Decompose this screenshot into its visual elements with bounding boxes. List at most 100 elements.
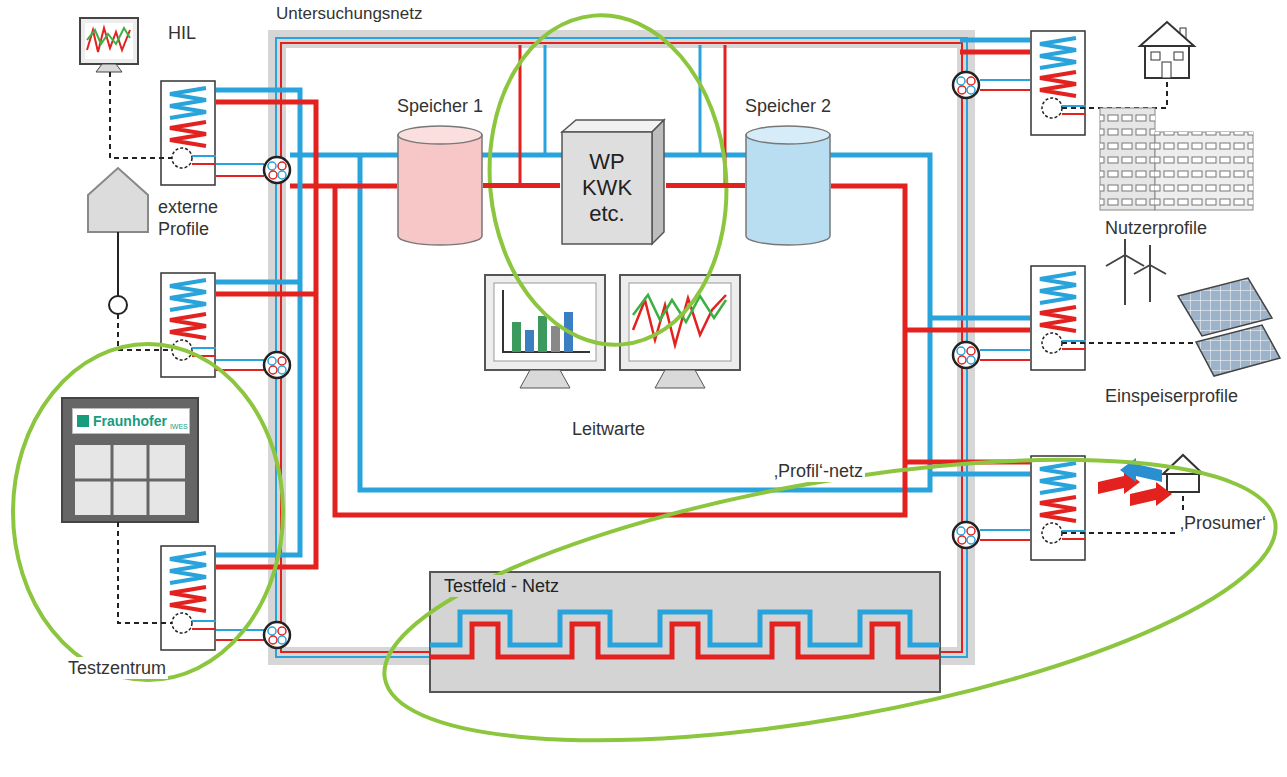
pump-symbol	[264, 157, 290, 183]
cylinder-shape	[397, 125, 483, 247]
hil-monitor	[80, 18, 138, 72]
test-field-box	[430, 572, 940, 692]
node-title: Fraunhofer	[93, 413, 167, 429]
office-building	[1100, 108, 1155, 210]
fraunhofer-building	[62, 398, 198, 522]
control-room-monitors	[503, 290, 590, 352]
network-frame: UntersuchungsnetzSpeicher 1WP KWK etc.Sp…	[268, 30, 975, 665]
signal-line	[118, 522, 172, 623]
node-title: Speicher 1	[395, 95, 485, 117]
office-building	[1100, 108, 1155, 210]
control-room-label: Leitwarte	[570, 418, 647, 440]
control-room-monitors	[620, 275, 740, 370]
profile-network-pipes	[930, 40, 1030, 474]
heat-exchanger	[161, 546, 216, 650]
storage-tank: Speicher 2	[741, 95, 836, 247]
office-building	[1155, 132, 1253, 210]
hil-monitor	[85, 23, 133, 59]
control-room-monitors	[520, 370, 570, 388]
office-building	[1100, 108, 1253, 210]
highlight-ellipse	[13, 5, 1287, 777]
signal-line	[110, 72, 172, 158]
heat-exchanger	[161, 81, 216, 185]
fraunhofer-building	[75, 445, 185, 515]
pump-symbol	[264, 72, 979, 648]
monitor-label: HIL	[166, 22, 198, 44]
network-frame-band	[276, 38, 967, 657]
signal-line	[1062, 342, 1194, 344]
test-field-box	[430, 624, 940, 657]
network-label: ‚Profil‘-netz	[772, 460, 865, 482]
tank-body	[398, 135, 482, 245]
profile-network-pipes	[216, 90, 1030, 640]
solar-panel	[1178, 278, 1280, 376]
pipe-connector	[666, 183, 745, 188]
storage-tank: Speicher 1	[393, 95, 488, 247]
consumer-house	[1162, 62, 1171, 78]
hil-monitor	[96, 64, 122, 72]
pump-symbol	[264, 352, 290, 378]
fraunhofer-logo: FraunhoferIWES	[72, 408, 190, 434]
node-title: Untersuchungsnetz	[276, 3, 422, 24]
logo-mark	[77, 415, 89, 427]
prosumer-house	[1167, 474, 1199, 492]
heat-exchanger	[1031, 266, 1086, 370]
signal-line	[1062, 78, 1167, 108]
heat-pump-chp-unit: WP KWK etc.	[560, 118, 666, 246]
fraunhofer-building	[62, 398, 198, 522]
tank-body	[746, 135, 830, 245]
profile-network-pipes	[699, 45, 702, 155]
solar-panel	[1196, 325, 1280, 376]
consumer-house	[1140, 22, 1194, 46]
pump-symbol	[953, 522, 979, 548]
profile-label: Einspeiserprofile	[1103, 385, 1240, 407]
hil-monitor	[80, 18, 138, 64]
highlight-ellipse	[13, 344, 283, 680]
profile-network-pipes	[216, 80, 1030, 630]
office-building	[1155, 132, 1253, 210]
consumer-house	[1140, 22, 1194, 78]
hil-monitor	[87, 28, 130, 44]
control-room-monitors	[551, 326, 560, 352]
box-front	[562, 132, 652, 244]
external-profile-house	[88, 168, 148, 232]
network-frame-band	[281, 43, 962, 652]
box-side	[652, 120, 664, 244]
network-frame-band	[286, 48, 957, 647]
external-profile-house	[109, 296, 127, 314]
node-subtitle: IWES	[170, 423, 188, 430]
control-room-monitors	[655, 370, 705, 388]
control-room-monitors	[494, 283, 596, 361]
heat-exchanger	[1031, 31, 1086, 135]
profile-label: ‚Prosumer‘	[1178, 512, 1268, 534]
pump-symbol	[953, 342, 979, 368]
test-field-box	[430, 612, 940, 645]
control-room-monitors	[538, 316, 547, 352]
hil-monitor	[87, 28, 130, 52]
wind-turbine	[1134, 245, 1166, 302]
wind-turbine	[1106, 232, 1144, 305]
unit-label-area: WP KWK etc.	[562, 132, 652, 244]
consumer-house	[1151, 52, 1160, 60]
profile-network-pipes	[290, 184, 397, 189]
box-top	[562, 120, 664, 132]
control-room-monitors	[512, 322, 521, 352]
signal-line	[110, 72, 1194, 623]
fraunhofer-building	[75, 445, 185, 515]
profile-label: Nutzerprofile	[1103, 217, 1209, 239]
control-room-monitors	[485, 275, 605, 370]
test-field-network: Testfeld - Netz	[430, 572, 940, 692]
profile-network-pipes	[216, 102, 316, 567]
cylinder-shape	[745, 125, 831, 247]
site-label: Testzentrum	[66, 657, 168, 679]
node-title: WP KWK etc.	[575, 149, 639, 227]
control-room-monitors	[525, 330, 534, 352]
tank-top	[398, 126, 482, 144]
wind-turbine	[1106, 232, 1166, 305]
pump-symbol	[953, 72, 979, 98]
highlight-ellipse	[476, 5, 740, 354]
profile-network-pipes	[216, 40, 1030, 640]
